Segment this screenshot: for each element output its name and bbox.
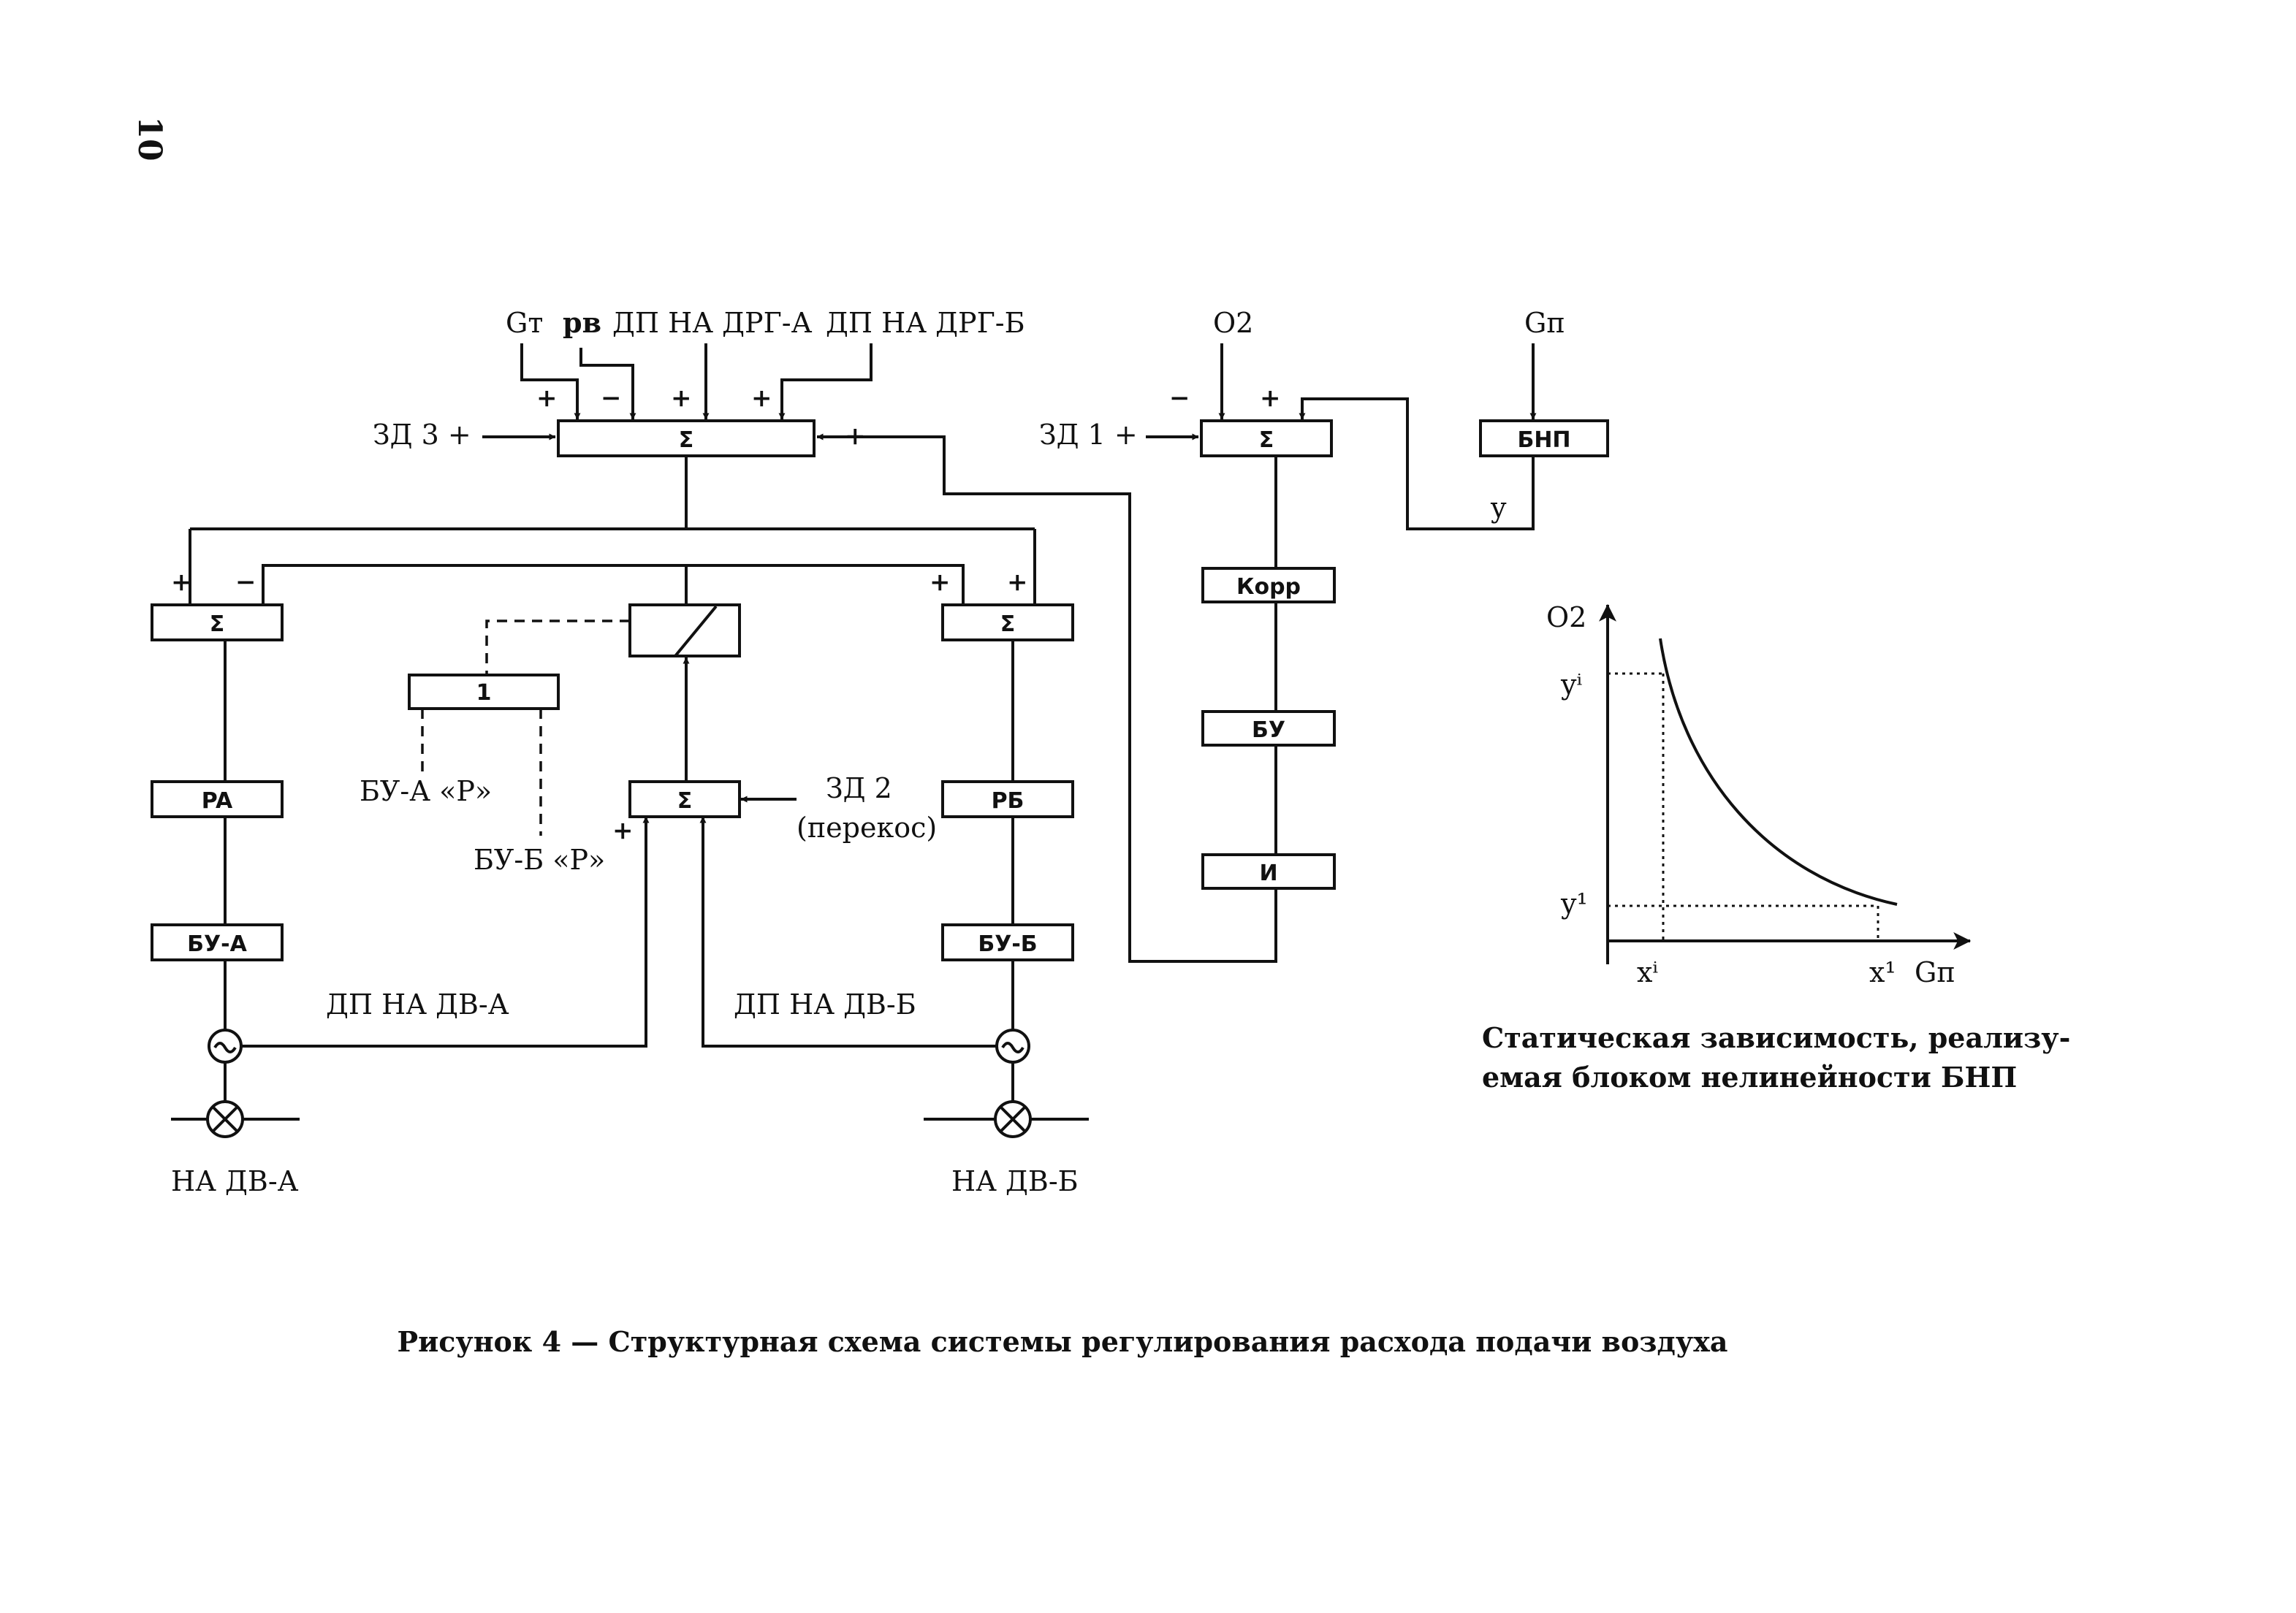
korr-label: Корр <box>1236 574 1301 600</box>
bu-label: БУ <box>1252 717 1285 743</box>
flowmeter-a-wave <box>213 1042 237 1053</box>
graph-y-top-tick: yⁱ <box>1560 668 1582 701</box>
bnp-block <box>1479 419 1609 457</box>
bua-p-label: БУ-А «P» <box>360 775 492 807</box>
input-zd1: ЗД 1 + <box>1039 419 1138 451</box>
pa-label: PA <box>202 788 233 814</box>
graph-caption-line1: Статическая зависимость, реализу- <box>1482 1021 2070 1054</box>
sign-pv-minus: − <box>601 384 622 413</box>
sign-feedback-plus: + <box>845 422 866 451</box>
one-block <box>408 674 560 710</box>
flowmeter-a-signal <box>241 816 650 1048</box>
input-dp-drg-a: ДП НА ДРГ-А <box>612 307 813 339</box>
bnp-output-wire <box>1299 397 1535 530</box>
mid-sum-block <box>628 780 741 818</box>
main-sum-label: Σ <box>679 427 694 453</box>
korr-block <box>1201 567 1336 603</box>
na-dv-b-label: НА ДВ-Б <box>951 1165 1079 1197</box>
sign-right-plus-b: + <box>1007 568 1028 597</box>
dp-dv-a-label: ДП НА ДВ-А <box>326 988 509 1021</box>
valve-a-cross <box>211 1105 239 1133</box>
o2-sum-block <box>1200 419 1333 457</box>
feedback-wire-i-to-main-sum <box>816 433 1277 963</box>
sign-drga-plus: + <box>671 384 692 413</box>
graph-curve <box>1659 638 1898 906</box>
graph-x-right-tick: x¹ <box>1869 956 1896 988</box>
bnp-output-y: y <box>1490 492 1507 524</box>
input-zd2-note: (перекос) <box>797 812 937 844</box>
right-sum-label: Σ <box>1000 611 1016 637</box>
dp-dv-b-label: ДП НА ДВ-Б <box>734 988 916 1021</box>
input-zd3: ЗД 3 + <box>373 419 471 451</box>
input-gp: Gп <box>1524 307 1565 339</box>
bub-p-label: БУ-Б «P» <box>474 844 605 876</box>
mid-sum-label: Σ <box>677 788 693 814</box>
sign-mid-plus: + <box>612 816 634 845</box>
one-label: 1 <box>476 680 492 706</box>
graph-y-axis-label: O2 <box>1546 601 1586 633</box>
input-zd2: ЗД 2 <box>826 772 892 804</box>
main-sum-input-wires <box>520 343 873 420</box>
graph-x-left-tick: xⁱ <box>1637 956 1658 988</box>
bu-block <box>1201 710 1336 747</box>
distribution-bus <box>189 456 1036 605</box>
bub-label: БУ-Б <box>978 931 1037 957</box>
graph-x-axis-label: Gп <box>1915 956 1955 988</box>
bnp-label: БНП <box>1517 427 1570 453</box>
i-label: И <box>1259 861 1277 886</box>
graph-y-bottom-tick: y¹ <box>1560 888 1588 920</box>
pb-label: PБ <box>992 788 1025 814</box>
switch-contact <box>674 605 718 657</box>
switch-dashed-control <box>485 619 630 674</box>
input-gt: Gт <box>506 307 543 339</box>
page-number: 10 <box>131 116 168 161</box>
bua-block <box>151 923 284 961</box>
flowmeter-b-signal <box>699 816 997 1048</box>
sign-bnp-plus: + <box>1260 384 1281 413</box>
i-block <box>1201 853 1336 890</box>
sign-o2-minus: − <box>1169 384 1190 413</box>
sign-left-plus: + <box>171 568 192 597</box>
flowmeter-b-wave <box>1001 1042 1025 1053</box>
left-sum-block <box>151 603 284 641</box>
pa-block <box>151 780 284 818</box>
sign-gt-plus: + <box>536 384 558 413</box>
valve-b-cross <box>999 1105 1027 1133</box>
bnp-static-graph <box>1599 603 1972 964</box>
na-dv-a-label: НА ДВ-А <box>171 1165 299 1197</box>
right-sum-block <box>941 603 1074 641</box>
left-sum-label: Σ <box>210 611 225 637</box>
sign-right-plus-a: + <box>930 568 951 597</box>
bua-label: БУ-А <box>187 931 247 957</box>
input-o2: O2 <box>1213 307 1253 339</box>
bub-block <box>941 923 1074 961</box>
graph-caption-line2: емая блоком нелинейности БНП <box>1482 1061 2017 1094</box>
figure-caption: Рисунок 4 — Структурная схема системы ре… <box>398 1325 1728 1358</box>
switch-block <box>628 603 741 657</box>
sign-left-minus: − <box>235 568 256 597</box>
sign-drgb-plus: + <box>751 384 772 413</box>
pb-block <box>941 780 1074 818</box>
input-dp-drg-b: ДП НА ДРГ-Б <box>826 307 1025 339</box>
input-pv: pв <box>563 306 601 339</box>
o2-sum-label: Σ <box>1259 427 1274 453</box>
